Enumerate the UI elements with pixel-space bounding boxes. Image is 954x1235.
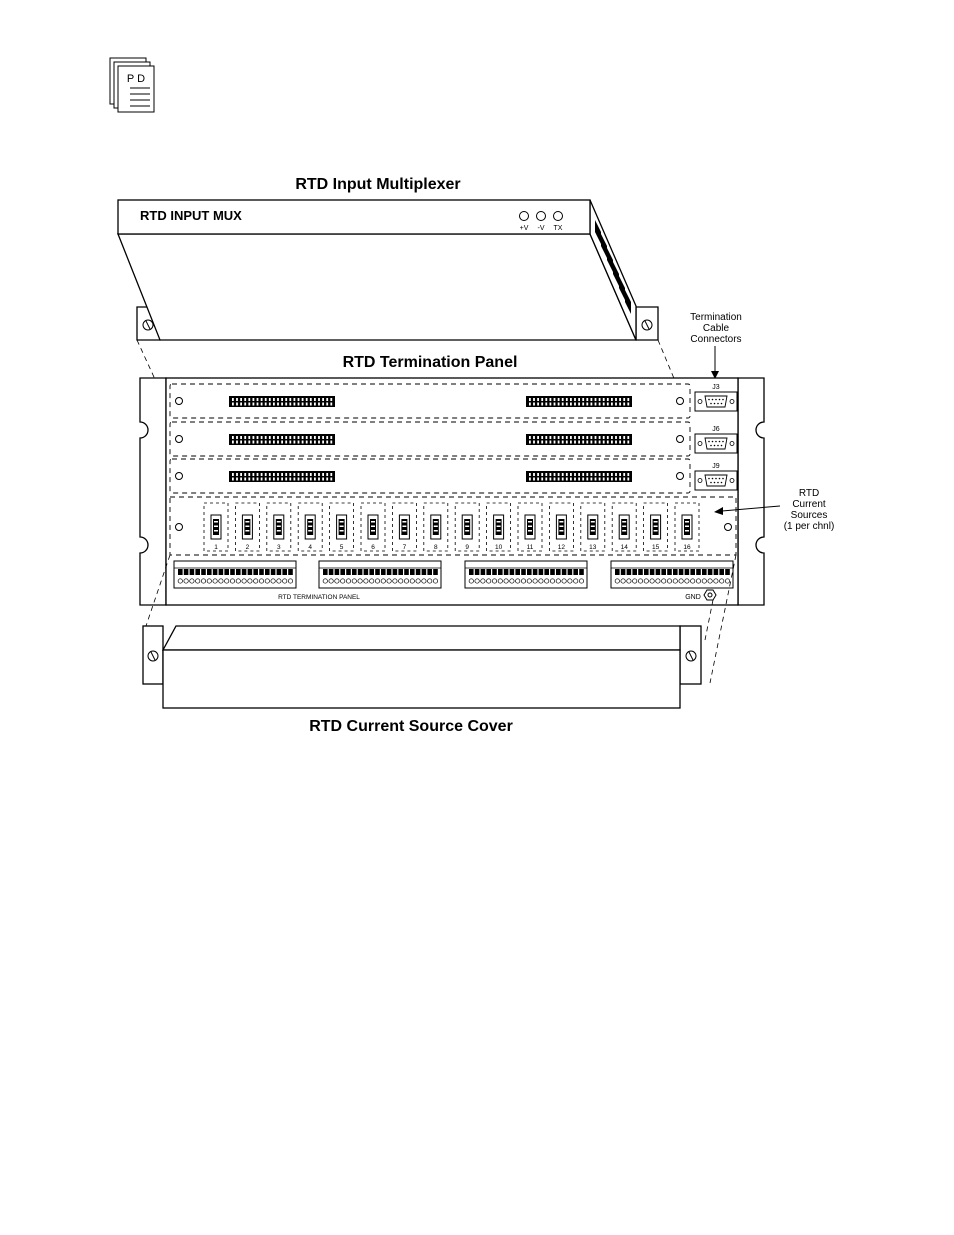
gnd-label: GND	[685, 594, 701, 601]
channel-number: 4	[308, 544, 312, 551]
led-label: -V	[538, 225, 545, 232]
callout-cable-line: Termination	[690, 312, 742, 323]
channel-number: 12	[558, 544, 566, 551]
nut-icon	[677, 398, 684, 405]
nut-icon	[176, 398, 183, 405]
document-icon-letters: P D	[127, 73, 145, 85]
nut-icon	[725, 524, 732, 531]
nut-icon	[176, 436, 183, 443]
cover-front-face	[163, 650, 680, 708]
channel-number: 9	[465, 544, 469, 551]
rtd-current-source-cover	[143, 626, 701, 708]
nut-icon	[677, 436, 684, 443]
title-termination-panel: RTD Termination Panel	[343, 354, 518, 371]
channel-number: 3	[277, 544, 281, 551]
channel-number: 14	[621, 544, 629, 551]
channel-number: 16	[683, 544, 691, 551]
terminal-block	[174, 561, 296, 588]
nut-icon	[176, 524, 183, 531]
title-current-source-cover: RTD Current Source Cover	[309, 718, 513, 735]
ribbon-header-connector	[229, 471, 335, 482]
channel-number: 1	[214, 544, 218, 551]
led-indicator-icon	[537, 212, 546, 221]
channel-number: 8	[434, 544, 438, 551]
led-indicator-icon	[554, 212, 563, 221]
mux-top-face	[118, 234, 636, 340]
panel-left-ear	[140, 378, 166, 605]
ribbon-header-connector	[526, 396, 632, 407]
document-icon: P D	[110, 58, 154, 112]
ribbon-header-connector	[229, 434, 335, 445]
channel-number: 7	[403, 544, 407, 551]
callout-sources-line: Sources	[791, 510, 828, 521]
callout-sources-line: Current	[792, 499, 826, 510]
title-input-multiplexer: RTD Input Multiplexer	[295, 176, 460, 193]
connector-label: J9	[712, 463, 720, 470]
cover-top-face	[163, 626, 680, 650]
callout-cable-line: Cable	[703, 323, 730, 334]
led-indicator-icon	[520, 212, 529, 221]
ground-stud-icon	[704, 590, 716, 600]
terminal-block	[611, 561, 733, 588]
led-label: +V	[520, 225, 529, 232]
channel-number: 6	[371, 544, 375, 551]
panel-right-ear	[738, 378, 764, 605]
nut-icon	[677, 473, 684, 480]
connector-label: J6	[712, 426, 720, 433]
callout-cable-arrow	[711, 346, 719, 379]
nut-icon	[176, 473, 183, 480]
panel-bottom-label: RTD TERMINATION PANEL	[278, 594, 360, 601]
channel-number: 11	[527, 544, 534, 551]
callout-sources-line: (1 per chnl)	[784, 521, 835, 532]
led-label: TX	[554, 225, 563, 232]
ribbon-header-connector	[526, 471, 632, 482]
callout-cable-line: Connectors	[690, 334, 741, 345]
callout-sources-line: RTD	[799, 488, 819, 499]
ribbon-header-connector	[229, 396, 335, 407]
channel-number: 5	[340, 544, 344, 551]
terminal-block	[465, 561, 587, 588]
channel-number: 13	[589, 544, 597, 551]
channel-number: 15	[652, 544, 660, 551]
channel-number: 10	[495, 544, 503, 551]
mux-front-label: RTD INPUT MUX	[140, 208, 242, 223]
connector-label: J3	[712, 384, 720, 391]
terminal-block	[319, 561, 441, 588]
ribbon-header-connector	[526, 434, 632, 445]
channel-number: 2	[246, 544, 250, 551]
